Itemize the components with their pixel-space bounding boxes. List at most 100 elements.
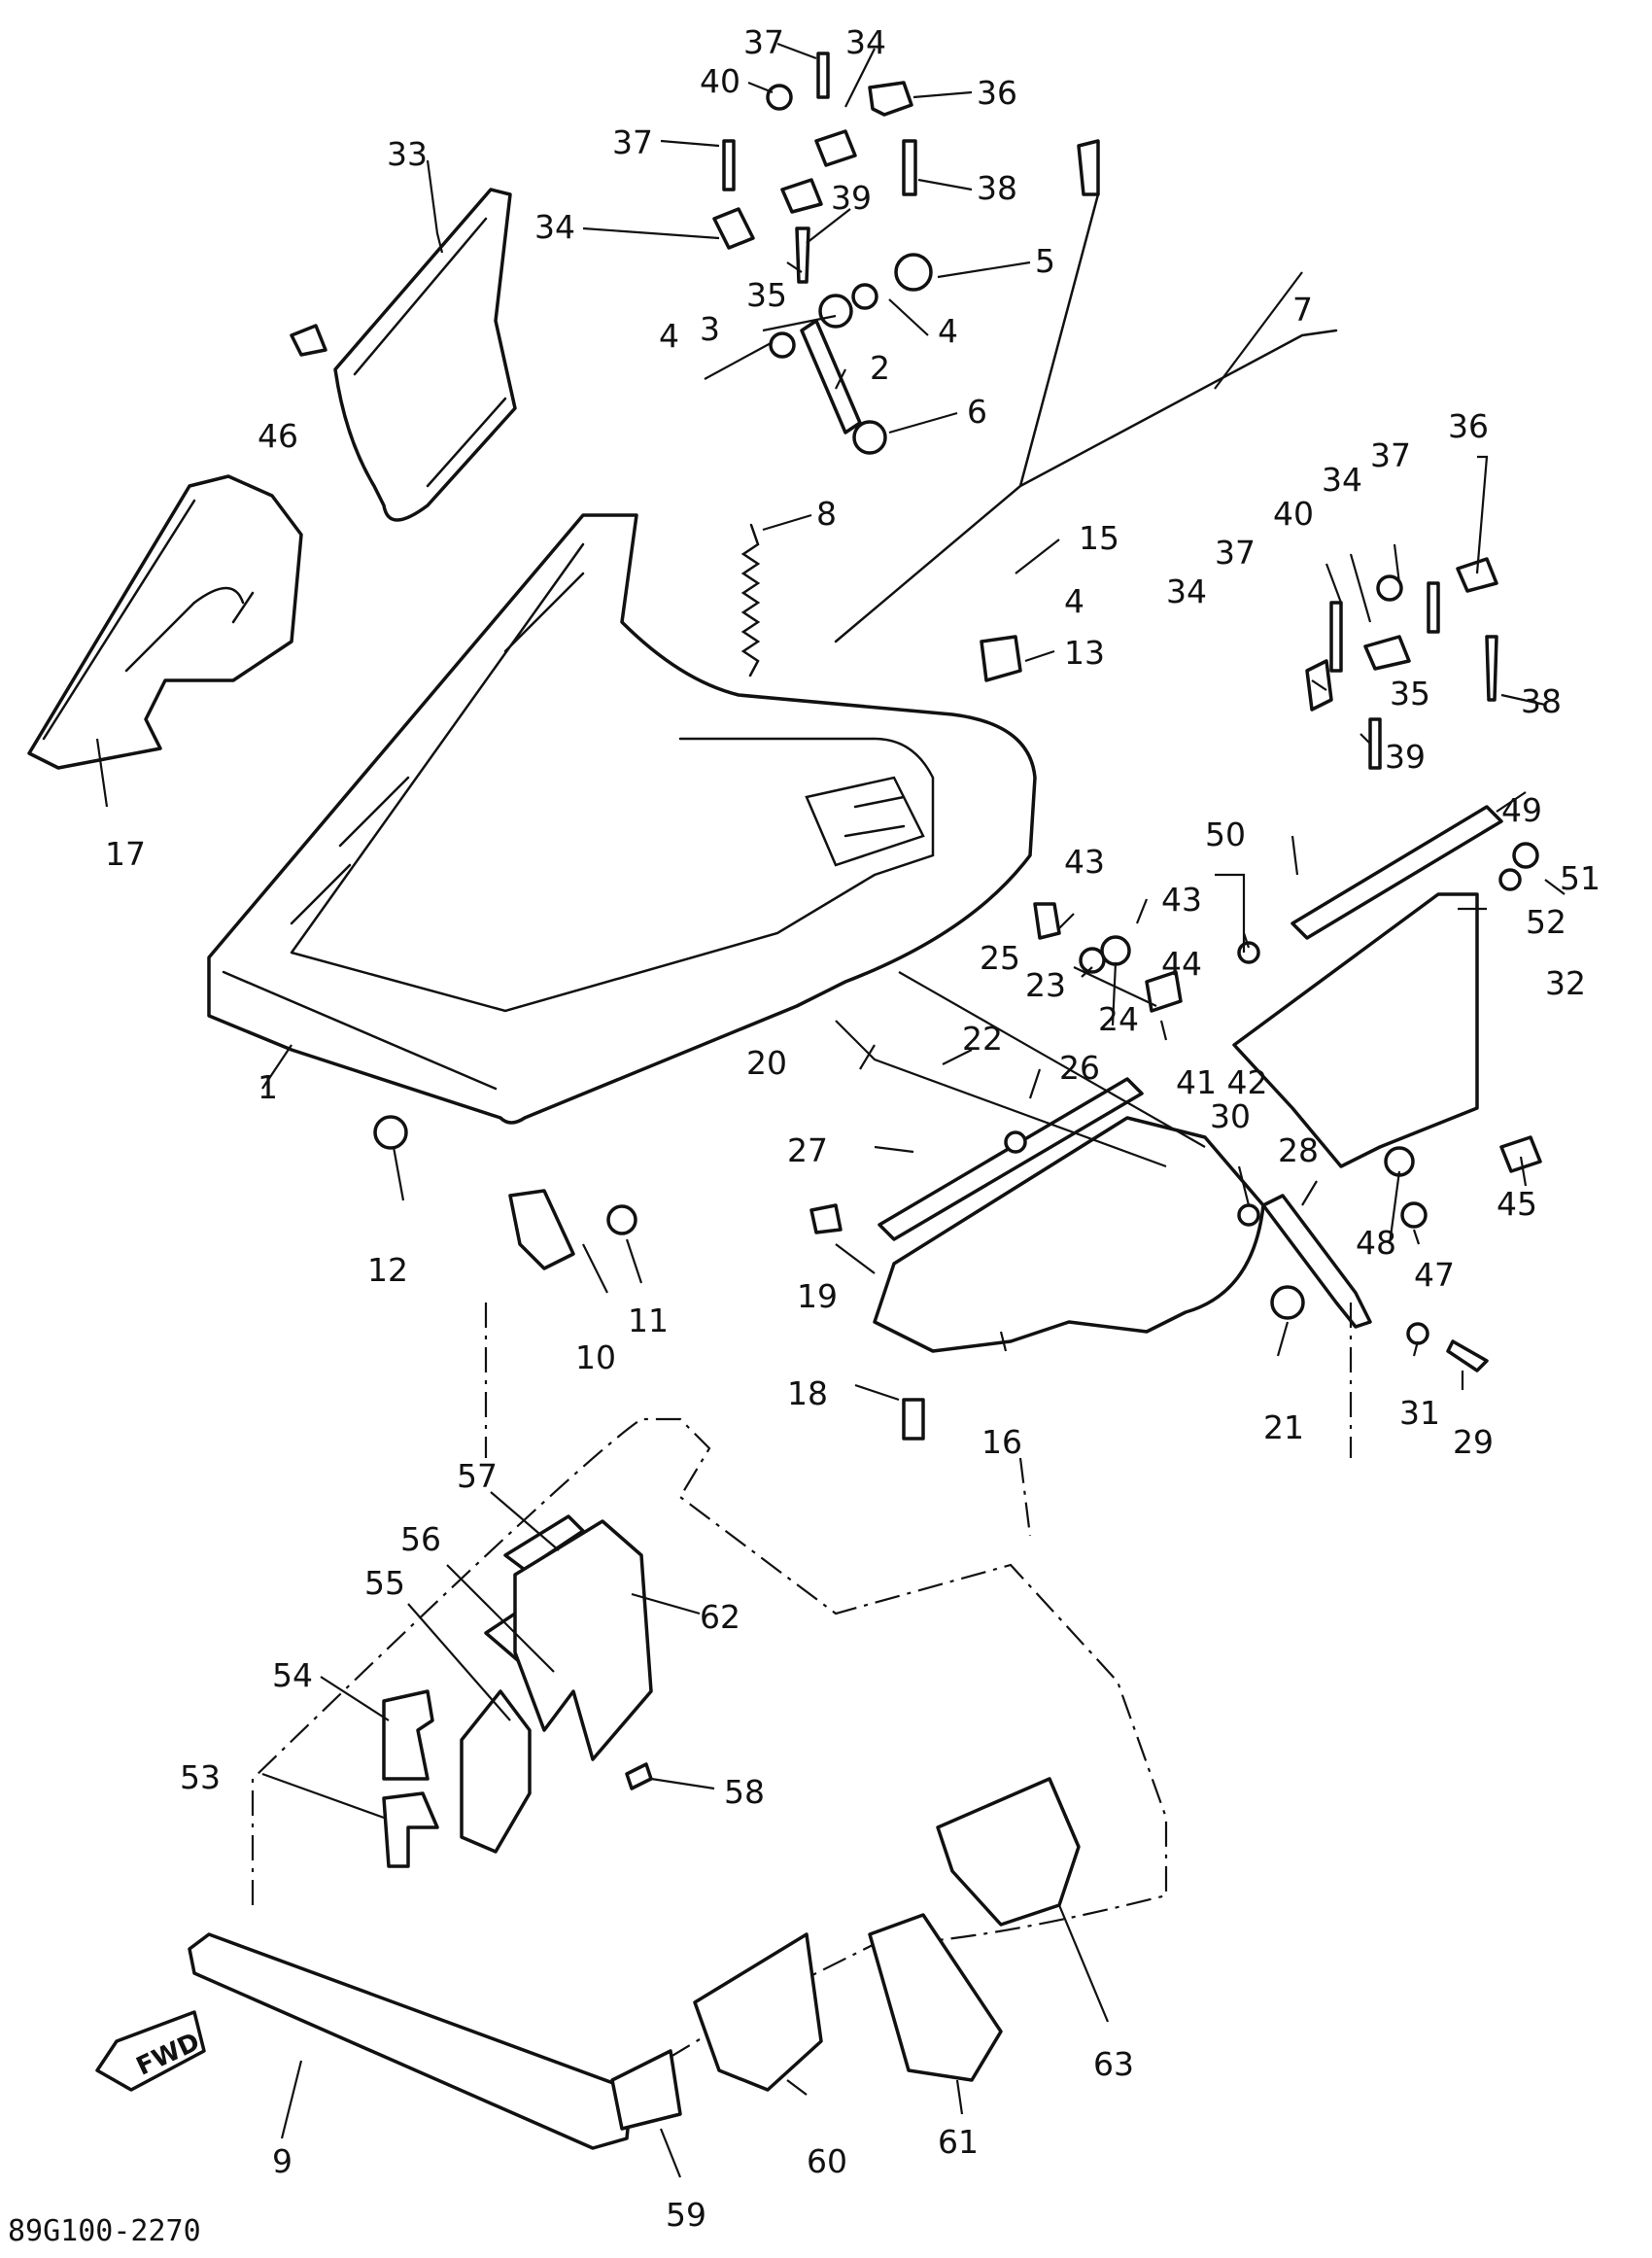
part-33-side-panel [333, 188, 517, 522]
callout-37: 37 [612, 123, 653, 161]
callout-37: 37 [1370, 436, 1411, 474]
callout-38: 38 [1521, 682, 1562, 720]
callout-37: 37 [743, 23, 784, 61]
part-26-strip [878, 1077, 1144, 1241]
callout-5: 5 [1035, 242, 1055, 280]
callout-39: 39 [831, 179, 872, 217]
callout-16: 16 [981, 1423, 1022, 1461]
callout-43: 43 [1064, 843, 1105, 881]
callout-1: 1 [258, 1068, 278, 1106]
part-1-hood [207, 513, 1037, 1125]
callout-61: 61 [938, 2123, 979, 2161]
callout-50: 50 [1205, 816, 1246, 853]
callout-48: 48 [1356, 1224, 1396, 1262]
part-49-strip [1291, 805, 1503, 940]
callout-46: 46 [258, 417, 298, 455]
part-16-duct [873, 1116, 1265, 1353]
callout-20: 20 [746, 1044, 787, 1082]
callout-26: 26 [1059, 1049, 1100, 1087]
callout-57: 57 [457, 1457, 498, 1495]
part-9-bumper-strip [188, 1932, 634, 2150]
leader-lines [95, 42, 1566, 2178]
part-32-right-panel [1232, 892, 1479, 1168]
drawing-code: 89G100-2270 [8, 2214, 201, 2248]
part-7-cable-end [1077, 139, 1100, 196]
callout-13: 13 [1064, 634, 1105, 672]
callout-43: 43 [1161, 881, 1202, 919]
callout-32: 32 [1545, 964, 1586, 1002]
callout-44: 44 [1161, 945, 1202, 983]
callout-4142: 41 42 [1176, 1063, 1267, 1101]
callout-34: 34 [1166, 573, 1207, 610]
callout-3: 3 [700, 310, 720, 348]
callout-21: 21 [1263, 1408, 1304, 1446]
callout-25: 25 [980, 939, 1020, 977]
callout-33: 33 [387, 135, 428, 173]
foam-pads [382, 1514, 1081, 2131]
callout-60: 60 [807, 2142, 847, 2180]
callout-45: 45 [1497, 1185, 1537, 1223]
callout-17: 17 [105, 835, 146, 873]
callout-54: 54 [272, 1656, 313, 1694]
callout-15: 15 [1079, 519, 1119, 557]
callout-55: 55 [364, 1564, 405, 1602]
callout-38: 38 [977, 169, 1017, 207]
callout-22: 22 [962, 1020, 1003, 1058]
callout-36: 36 [1448, 407, 1489, 445]
callout-4: 4 [1064, 582, 1084, 620]
callout-40: 40 [1273, 495, 1314, 533]
callout-27: 27 [787, 1131, 828, 1169]
callout-labels: 37 34 40 36 33 37 38 34 39 35 5 3 4 4 2 … [105, 23, 1600, 2234]
callout-4: 4 [938, 312, 958, 350]
callout-58: 58 [724, 1773, 765, 1811]
callout-6: 6 [967, 393, 987, 431]
callout-63: 63 [1093, 2045, 1134, 2083]
callout-28: 28 [1278, 1131, 1319, 1169]
callout-10: 10 [575, 1338, 616, 1376]
part-13-clip [980, 635, 1022, 682]
callout-40: 40 [700, 62, 740, 100]
callout-49: 49 [1501, 791, 1542, 829]
callout-59: 59 [666, 2196, 706, 2234]
callout-31: 31 [1399, 1394, 1440, 1432]
callout-7: 7 [1292, 291, 1313, 329]
callout-56: 56 [400, 1520, 441, 1558]
callout-12: 12 [367, 1251, 408, 1289]
right-fastener-set [1305, 557, 1498, 770]
callout-24: 24 [1098, 1000, 1139, 1038]
callout-36: 36 [977, 74, 1017, 112]
upper-fastener-set [712, 52, 917, 284]
callout-9: 9 [272, 2142, 293, 2180]
callout-29: 29 [1453, 1423, 1494, 1461]
part-46-bracket [290, 324, 327, 357]
callout-39: 39 [1385, 738, 1426, 776]
callout-35: 35 [1390, 675, 1430, 712]
callout-37: 37 [1215, 534, 1256, 572]
callout-19: 19 [797, 1277, 838, 1315]
callout-23: 23 [1025, 966, 1066, 1004]
callout-2: 2 [870, 349, 890, 387]
callout-34: 34 [534, 208, 575, 246]
callout-30: 30 [1210, 1097, 1251, 1135]
callout-8: 8 [816, 495, 837, 533]
callout-53: 53 [180, 1758, 221, 1796]
callout-4: 4 [659, 317, 679, 355]
callout-11: 11 [628, 1302, 669, 1339]
part-7-cable [834, 144, 1338, 643]
fwd-arrow: FWD [95, 2010, 206, 2092]
callout-51: 51 [1560, 859, 1600, 897]
part-8-spring [740, 523, 761, 677]
callout-47: 47 [1414, 1256, 1455, 1294]
linkage-assembly [769, 253, 933, 455]
callout-18: 18 [787, 1374, 828, 1412]
part-17-left-duct [27, 474, 303, 770]
callout-34: 34 [1322, 461, 1362, 499]
callout-62: 62 [700, 1598, 740, 1636]
part-28-strip [1261, 1194, 1372, 1329]
small-hardware [373, 842, 1542, 1441]
callout-52: 52 [1526, 903, 1566, 941]
phantom-lower-outline [251, 1417, 1168, 2102]
callout-35: 35 [746, 276, 787, 314]
callout-34: 34 [845, 23, 886, 61]
